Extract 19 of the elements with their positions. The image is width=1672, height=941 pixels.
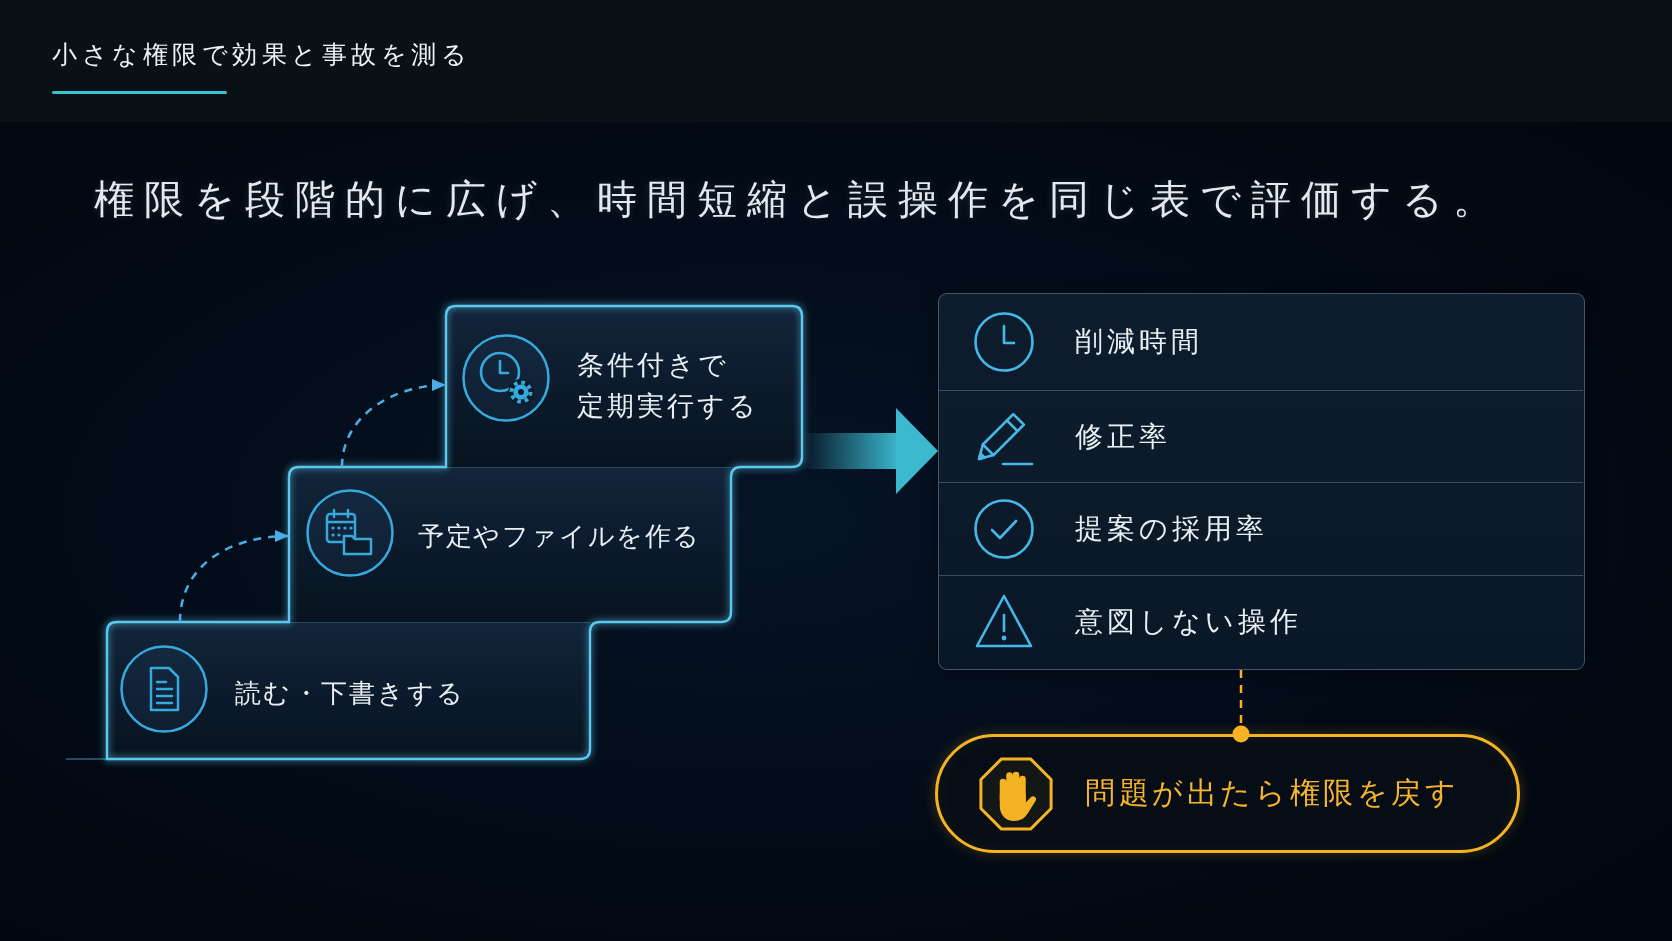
thick-arrow: [802, 408, 938, 494]
rollback-pill: [935, 734, 1520, 853]
dashed-arrow: [178, 530, 290, 623]
metric-label: 修正率: [1075, 418, 1171, 455]
table-panel: [938, 293, 1585, 670]
step-label: 条件付きで定期実行する: [577, 348, 760, 423]
step-label: 読む・下書きする: [235, 676, 466, 710]
header-title: 小さな権限で効果と事故を測る: [52, 39, 471, 71]
step-label: 予定やファイルを作る: [418, 519, 701, 553]
rule-label: 問題が出たら権限を戻す: [1085, 774, 1460, 812]
step-card: [446, 306, 802, 467]
dashed-connector: [1232, 670, 1250, 743]
metric-label: 削減時間: [1075, 324, 1203, 360]
metric-label: 意図しない操作: [1075, 604, 1302, 640]
lead-sentence: 権限を段階的に広げ、時間短縮と誤操作を同じ表で評価する。: [94, 175, 1503, 224]
metric-label: 提案の採用率: [1075, 511, 1268, 547]
step-card: [289, 467, 731, 622]
step-card: [107, 622, 590, 759]
dashed-arrow: [340, 379, 447, 468]
